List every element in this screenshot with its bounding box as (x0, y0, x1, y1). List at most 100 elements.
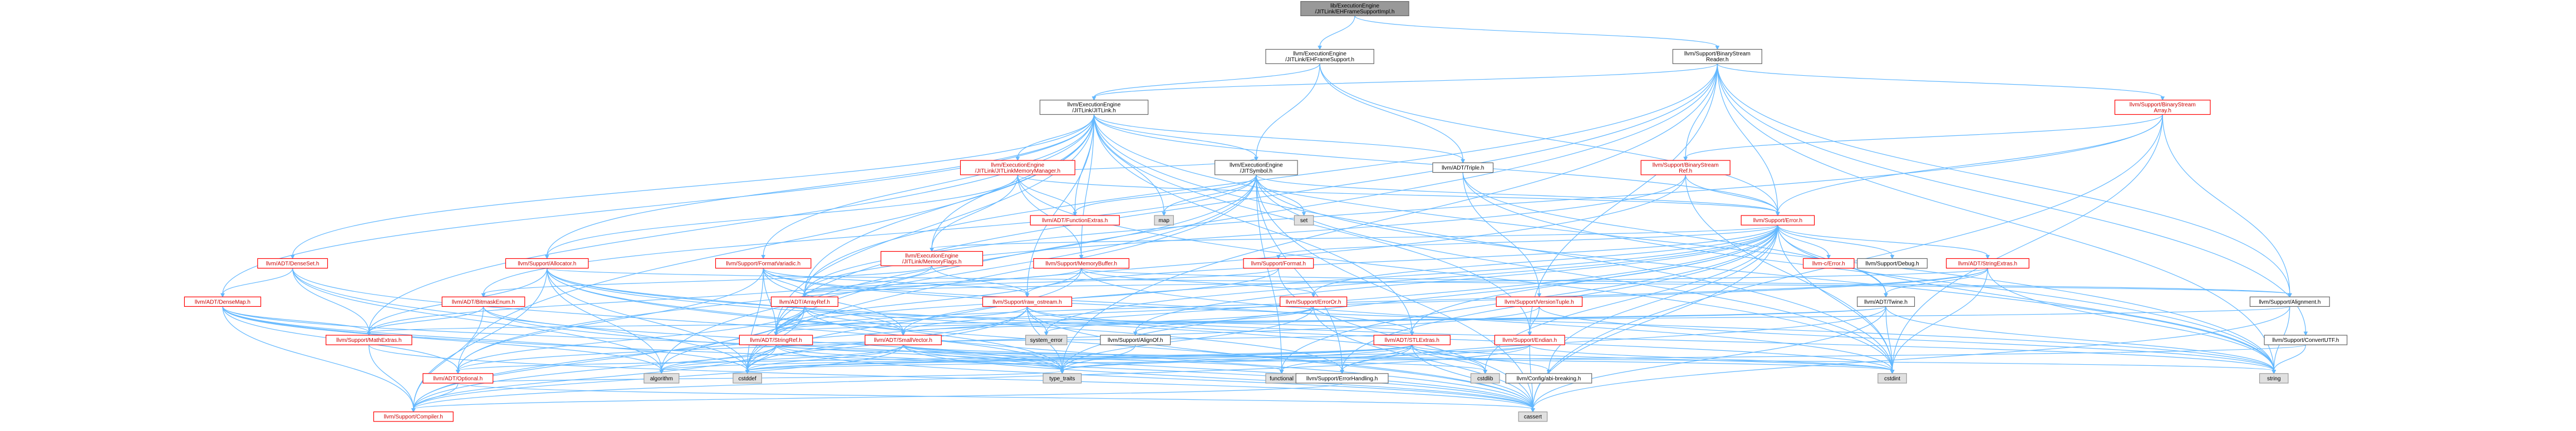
node-label: llvm/Support/Compiler.h (384, 414, 443, 420)
arrowhead-convutf-to-cstddef (745, 370, 750, 374)
edge-stlx-to-errhandling (1341, 345, 1413, 371)
node-typetraits[interactable]: type_traits (1043, 373, 1082, 384)
node-bme[interactable]: llvm/ADT/BitmaskEnum.h (441, 296, 525, 307)
node-strref[interactable]: llvm/ADT/StringRef.h (739, 335, 813, 345)
node-smallvec[interactable]: llvm/ADT/SmallVector.h (864, 335, 942, 345)
node-map[interactable]: map (1154, 215, 1174, 226)
node-box (1640, 160, 1731, 175)
node-box (422, 373, 494, 384)
node-fext[interactable]: llvm/ADT/FunctionExtras.h (1030, 215, 1120, 226)
edge-convutf-to-cstddef (747, 344, 2306, 371)
edge-arrayref-to-stlx (804, 306, 1413, 333)
node-label: functional (1270, 376, 1294, 382)
edge-arrayref-to-optional (458, 306, 805, 371)
node-box (960, 160, 1075, 175)
node-label: set (1300, 218, 1308, 224)
arrowhead-jitsym-to-set (1301, 212, 1306, 217)
node-box (1030, 215, 1120, 226)
node-label: llvm/Support/ConvertUTF.h (2272, 337, 2339, 344)
arrowhead-stlx-to-optional (455, 370, 460, 374)
edge-alloc-to-cstdlib (547, 268, 1486, 371)
edge-erroror-to-alignof (1135, 306, 1314, 333)
node-alloc[interactable]: llvm/Support/Allocator.h (505, 258, 589, 269)
node-membuf[interactable]: llvm/Support/MemoryBuffer.h (1033, 258, 1129, 269)
node-string[interactable]: string (2259, 373, 2289, 384)
node-box (733, 373, 763, 384)
node-algorithm[interactable]: algorithm (643, 373, 680, 384)
node-label: llvm/ExecutionEngine (1230, 162, 1283, 168)
node-strextras[interactable]: llvm/ADT/StringExtras.h (1946, 258, 2029, 269)
edge-jitlink-to-map (1093, 114, 1164, 213)
edge-fmtvar-to-rawos (763, 268, 1028, 295)
node-box (2114, 100, 2211, 115)
node-endian[interactable]: llvm/Support/Endian.h (1494, 335, 1565, 345)
node-abibreak[interactable]: llvm/Config/abi-breaking.h (1505, 373, 1592, 384)
node-debug[interactable]: llvm/Support/Debug.h (1857, 258, 1928, 269)
node-alignment[interactable]: llvm/Support/Alignment.h (2249, 296, 2330, 307)
edge-jitlink-to-arrayref (804, 114, 1095, 295)
edge-alloc-to-cstddef (547, 268, 748, 371)
edge-arrayref-to-algorithm (661, 306, 805, 371)
node-cstdint[interactable]: cstdint (1877, 373, 1907, 384)
edge-membuf-to-cstddef (747, 268, 1082, 371)
node-label: llvm/Support/ErrorOr.h (1286, 299, 1341, 305)
node-erroror[interactable]: llvm/Support/ErrorOr.h (1280, 296, 1348, 307)
node-cerror[interactable]: llvm-c/Error.h (1803, 258, 1855, 269)
edge-jitsym-to-error (1256, 174, 1778, 213)
arrowhead-jitlink-to-denseset (290, 254, 295, 259)
node-densemap[interactable]: llvm/ADT/DenseMap.h (184, 296, 262, 307)
node-functional[interactable]: functional (1265, 373, 1298, 384)
node-jitsym[interactable]: llvm/ExecutionEngine/JITSymbol.h (1214, 160, 1298, 175)
node-convutf[interactable]: llvm/Support/ConvertUTF.h (2264, 335, 2348, 345)
node-cassert[interactable]: cassert (1518, 411, 1548, 422)
node-twine[interactable]: llvm/ADT/Twine.h (1857, 296, 1915, 307)
arrowhead-jitlink-to-triple (1461, 159, 1466, 164)
arrowhead-error-to-cerror (1826, 254, 1831, 259)
node-alignof[interactable]: llvm/Support/AlignOf.h (1100, 335, 1171, 345)
node-label: llvm/Support/ErrorHandling.h (1306, 376, 1378, 382)
node-label: llvm/Support/Alignment.h (2259, 299, 2321, 305)
node-box (257, 258, 328, 269)
node-compiler[interactable]: llvm/Support/Compiler.h (373, 411, 454, 422)
node-rawos[interactable]: llvm/Support/raw_ostream.h (982, 296, 1073, 307)
edge-rawos-to-cstdint (1026, 306, 1893, 371)
node-fmtvar[interactable]: llvm/Support/FormatVariadic.h (715, 258, 812, 269)
edge-jitsym-to-fext (1074, 174, 1257, 213)
node-root[interactable]: lib/ExecutionEngine/JITLink/EHFrameSuppo… (1300, 1, 1409, 16)
edge-strref-to-cstddef (747, 345, 776, 371)
node-jitmm[interactable]: llvm/ExecutionEngine/JITLink/JITLinkMemo… (960, 160, 1075, 175)
node-arrayref[interactable]: llvm/ADT/ArrayRef.h (770, 296, 839, 307)
node-box (1043, 373, 1082, 384)
node-box (326, 335, 412, 345)
node-set[interactable]: set (1294, 215, 1314, 226)
node-sysErr[interactable]: system_error (1025, 335, 1068, 345)
node-jitlink[interactable]: llvm/ExecutionEngine/JITLink/JITLink.h (1039, 100, 1149, 115)
arrowhead-stlx-to-algorithm (659, 370, 664, 374)
node-cstdlib[interactable]: cstdlib (1470, 373, 1500, 384)
node-memflags[interactable]: llvm/ExecutionEngine/JITLink/MemoryFlags… (881, 251, 984, 266)
node-errhandling[interactable]: llvm/Support/ErrorHandling.h (1295, 373, 1389, 384)
edge-error-to-cerror (1777, 225, 1829, 256)
edge-error-to-format (1278, 224, 1778, 256)
node-optional[interactable]: llvm/ADT/Optional.h (422, 373, 494, 384)
edge-alignof-to-typetraits (1061, 345, 1136, 371)
node-triple[interactable]: llvm/ADT/Triple.h (1432, 162, 1494, 173)
edge-ehfs-to-triple (1319, 63, 1463, 160)
node-error[interactable]: llvm/Support/Error.h (1741, 215, 1815, 226)
node-stlx[interactable]: llvm/ADT/STLExtras.h (1373, 335, 1451, 345)
node-box (1214, 160, 1298, 175)
edge-jitlink-to-triple (1093, 114, 1463, 160)
node-ehfs[interactable]: llvm/ExecutionEngine/JITLink/EHFrameSupp… (1265, 48, 1374, 64)
node-denseset[interactable]: llvm/ADT/DenseSet.h (257, 258, 328, 269)
node-vtuple[interactable]: llvm/Support/VersionTuple.h (1496, 296, 1583, 307)
node-cstddef[interactable]: cstddef (733, 373, 763, 384)
edge-jitlink-to-rawos (1026, 114, 1095, 295)
node-format[interactable]: llvm/Support/Format.h (1243, 258, 1314, 269)
edge-bsr-to-error (1717, 63, 1778, 213)
node-label: cstddef (739, 376, 756, 382)
node-mathx[interactable]: llvm/Support/MathExtras.h (326, 335, 412, 345)
